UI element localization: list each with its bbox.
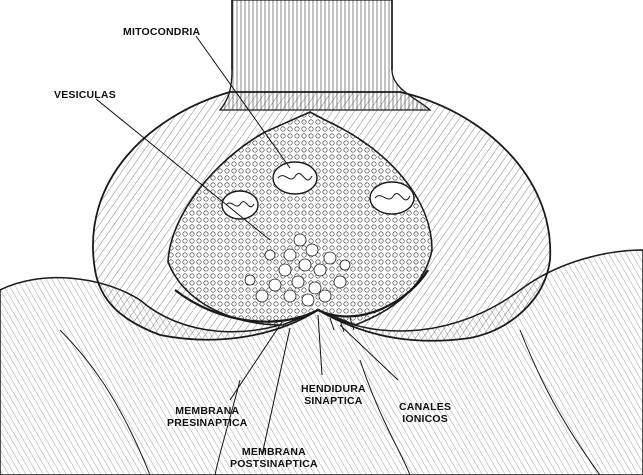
label-vesiculas: VESICULAS xyxy=(54,89,116,101)
label-canales-ionicos: CANALES IONICOS xyxy=(399,401,451,425)
label-hendidura-sinaptica: HENDIDURA SINAPTICA xyxy=(301,383,366,407)
label-membrana-presinaptica: MEMBRANA PRESINAPTICA xyxy=(167,405,248,429)
label-membrana-postsinaptica: MEMBRANA POSTSINAPTICA xyxy=(230,446,318,470)
label-mitocondria: MITOCONDRIA xyxy=(123,26,200,38)
